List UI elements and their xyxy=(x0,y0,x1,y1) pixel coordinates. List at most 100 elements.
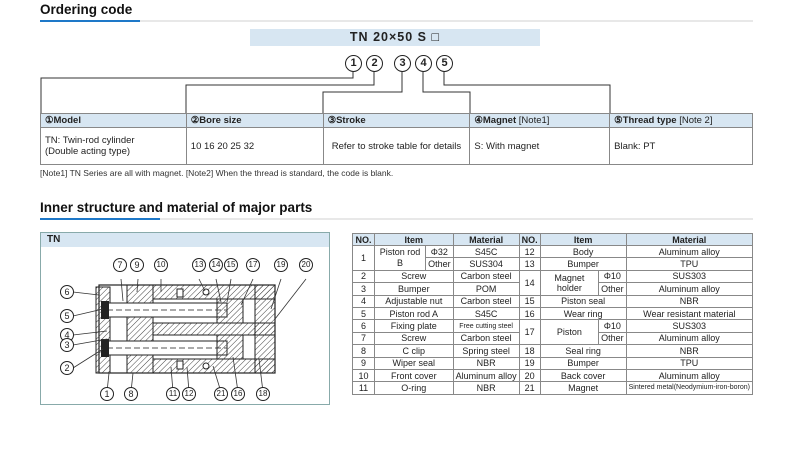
table-cell: 20 xyxy=(518,368,541,383)
callout: 11 xyxy=(166,387,180,401)
table-cell: SUS303 xyxy=(625,319,754,333)
table-cell: 17 xyxy=(518,319,541,346)
header-material: Material xyxy=(452,233,520,246)
table-row: 3 Bumper POM Other Aluminum alloy xyxy=(352,282,754,296)
table-cell: Bumper xyxy=(374,282,454,296)
table-cell: 9 xyxy=(352,356,375,370)
structure-diagram: TN xyxy=(40,232,330,405)
section-divider xyxy=(40,20,753,22)
table-cell: 14 xyxy=(518,269,541,296)
table-cell: Adjustable nut xyxy=(374,294,454,308)
table-cell: 11 xyxy=(352,381,375,395)
table-cell: 7 xyxy=(352,331,375,346)
header-stroke: ③Stroke xyxy=(322,113,471,128)
table-cell: Piston xyxy=(539,319,600,346)
header-magnet: ④Magnet [Note1] xyxy=(469,113,611,128)
cell-thread-type: Blank: PT xyxy=(609,127,753,165)
table-cell: Spring steel xyxy=(452,344,520,358)
table-cell: SUS304 xyxy=(452,257,520,271)
table-cell: Aluminum alloy xyxy=(625,282,754,296)
table-cell: Φ10 xyxy=(598,269,627,284)
table-cell: Piston rod A xyxy=(374,306,454,321)
callout: 19 xyxy=(274,258,288,272)
table-row: 9 Wiper seal NBR 19 Bumper TPU xyxy=(352,356,754,370)
table-cell: Screw xyxy=(374,269,454,284)
table-cell: 1 xyxy=(352,245,375,271)
table-row: 10 Front cover Aluminum alloy 20 Back co… xyxy=(352,368,754,383)
callout: 9 xyxy=(130,258,144,272)
callout: 12 xyxy=(182,387,196,401)
cell-bore-size: 10 16 20 25 32 xyxy=(185,127,324,165)
table-cell: Φ10 xyxy=(598,319,627,333)
marker-5: 5 xyxy=(436,55,453,72)
table-cell: 12 xyxy=(518,244,541,259)
table-cell: Sintered metal(Neodymium-iron-boron) xyxy=(625,381,754,395)
section-divider xyxy=(40,218,753,220)
header-item: Item xyxy=(374,233,454,246)
code-thread: □ xyxy=(431,30,441,44)
callout: 17 xyxy=(246,258,260,272)
marker-1: 1 xyxy=(345,55,362,72)
callout: 6 xyxy=(60,285,74,299)
table-cell: O-ring xyxy=(374,381,454,395)
table-cell: Piston seal xyxy=(539,294,627,308)
table-cell: Screw xyxy=(374,331,454,346)
table-cell: Bumper xyxy=(539,356,627,370)
table-cell: Carbon steel xyxy=(452,331,520,346)
table-cell: Seal ring xyxy=(539,344,627,358)
inner-structure-title: Inner structure and material of major pa… xyxy=(40,200,313,215)
table-cell: 18 xyxy=(518,344,541,358)
table-cell: Front cover xyxy=(374,368,454,383)
header-no: NO. xyxy=(352,233,375,246)
table-cell: Aluminum alloy xyxy=(625,331,754,346)
marker-2: 2 xyxy=(366,55,383,72)
table-cell: NBR xyxy=(452,381,520,395)
table-cell: Other xyxy=(598,282,627,296)
callout: 20 xyxy=(299,258,313,272)
table-cell: Fixing plate xyxy=(374,319,454,333)
table-cell: SUS303 xyxy=(625,269,754,284)
order-code-leader-lines xyxy=(40,72,611,113)
table-row: 8 C clip Spring steel 18 Seal ring NBR xyxy=(352,344,754,358)
table-cell: Piston rod B xyxy=(373,245,427,271)
table-cell: NBR xyxy=(625,294,754,308)
code-prefix: TN xyxy=(349,30,369,44)
table-row: 5 Piston rod A S45C 16 Wear ring Wear re… xyxy=(352,306,754,321)
header-model: ①Model xyxy=(40,113,187,128)
callout: 2 xyxy=(60,361,74,375)
table-cell: Aluminum alloy xyxy=(625,244,754,259)
table-cell: NBR xyxy=(452,356,520,370)
table-cell: Carbon steel xyxy=(452,294,520,308)
table-cell: S45C xyxy=(452,244,520,259)
table-cell: 15 xyxy=(518,294,541,308)
table-cell: 4 xyxy=(352,294,375,308)
table-row: 1 Piston rod B Φ32 S45C 12 Body Aluminum… xyxy=(352,244,754,271)
cylinder-cross-section xyxy=(72,278,307,393)
table-cell: 3 xyxy=(352,282,375,296)
table-cell: C clip xyxy=(374,344,454,358)
table-cell: Magnet xyxy=(539,381,627,395)
table-cell: Back cover xyxy=(539,368,627,383)
table-row: Other SUS304 13 Bumper TPU xyxy=(353,257,754,271)
ordering-note: [Note1] TN Series are all with magnet. [… xyxy=(40,168,394,178)
callout: 21 xyxy=(214,387,228,401)
table-cell: 6 xyxy=(352,319,375,333)
table-cell: NBR xyxy=(625,344,754,358)
table-row: 6 Fixing plate Free cutting steel 17 Pis… xyxy=(352,319,754,346)
table-cell: 16 xyxy=(518,306,541,321)
table-row: 4 Adjustable nut Carbon steel 15 Piston … xyxy=(352,294,754,308)
callout: 14 xyxy=(209,258,223,272)
marker-4: 4 xyxy=(415,55,432,72)
diagram-label: TN xyxy=(41,233,329,247)
materials-table: NO. Item Material NO. Item Material 1 Pi… xyxy=(352,233,754,395)
callout: 7 xyxy=(113,258,127,272)
callout: 13 xyxy=(192,258,206,272)
table-cell: Other xyxy=(425,257,454,271)
table-row: 2 Screw Carbon steel 14 Magnet holder Φ1… xyxy=(352,269,754,296)
table-cell: 21 xyxy=(518,381,541,395)
callout: 15 xyxy=(224,258,238,272)
table-cell: 2 xyxy=(352,269,375,284)
callout: 10 xyxy=(154,258,168,272)
table-row: 11 O-ring NBR 21 Magnet Sintered metal(N… xyxy=(352,381,754,395)
callout: 5 xyxy=(60,309,74,323)
